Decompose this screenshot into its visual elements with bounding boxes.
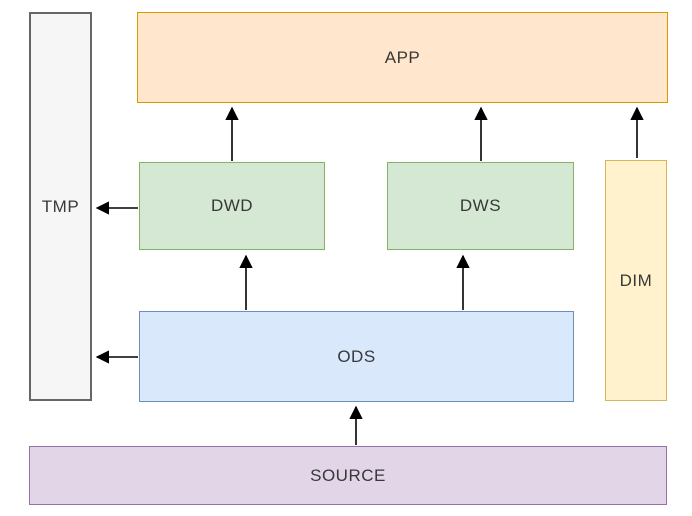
node-tmp: TMP [29,12,92,401]
node-app-label: APP [384,47,421,67]
node-dws-label: DWS [459,196,502,215]
node-dws: DWS [387,162,574,250]
node-dim-label: DIM [619,270,653,290]
node-dwd-label: DWD [210,196,254,215]
node-ods-label: ODS [337,346,376,366]
node-tmp-label: TMP [41,196,80,216]
node-app: APP [137,12,668,103]
node-dwd: DWD [139,162,325,250]
node-source-label: SOURCE [310,465,386,485]
node-dim: DIM [605,160,667,401]
node-ods: ODS [139,311,574,402]
node-source: SOURCE [29,446,667,505]
